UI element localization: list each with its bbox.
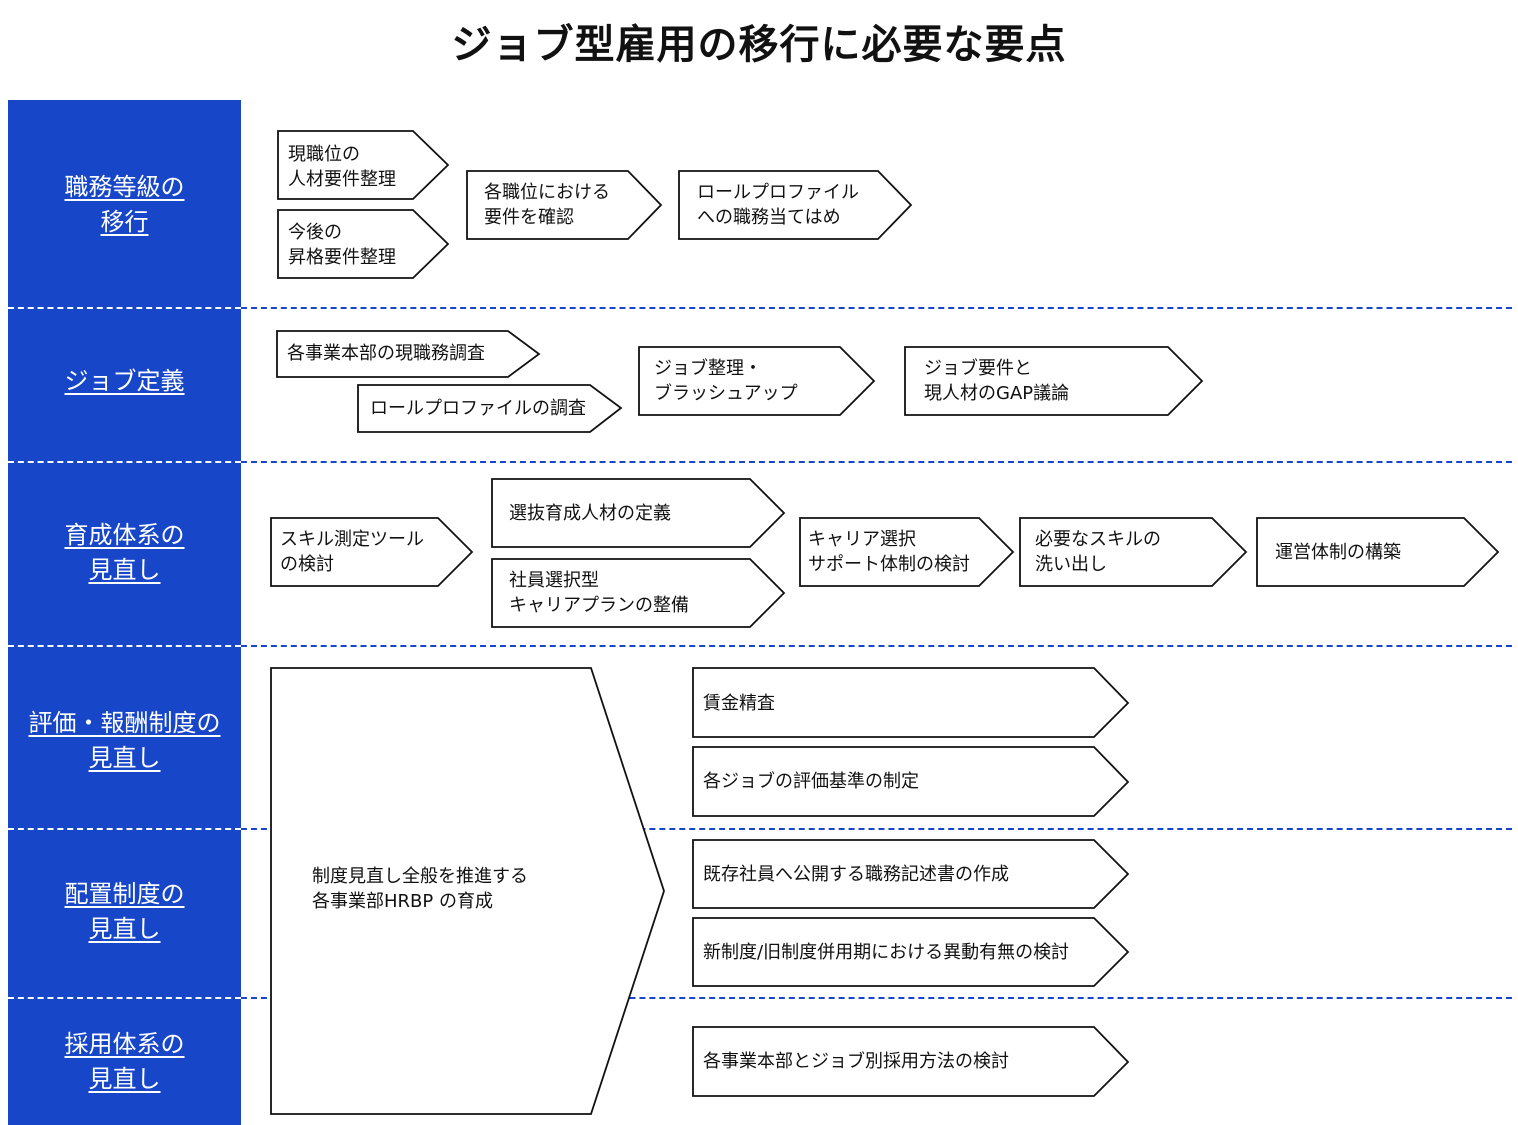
row-separator bbox=[241, 307, 1512, 309]
hrbp-shape bbox=[270, 667, 665, 1115]
row-separator bbox=[8, 307, 241, 309]
step-hiring-method: 各事業本部とジョブ別採用方法の検討 bbox=[703, 1051, 1009, 1072]
category-label-grade[interactable]: 職務等級の 移行 bbox=[64, 173, 185, 236]
step-shape bbox=[692, 746, 1130, 817]
step-evaluation-criteria: 各ジョブの評価基準の制定 bbox=[703, 771, 919, 792]
step-shape bbox=[466, 170, 663, 240]
category-sidebar bbox=[8, 100, 241, 1125]
step-shape bbox=[491, 478, 786, 548]
category-label-evaluation[interactable]: 評価・報酬制度の 見直し bbox=[28, 709, 221, 772]
step-job-description: 既存社員へ公開する職務記述書の作成 bbox=[703, 864, 1009, 885]
row-separator bbox=[8, 828, 241, 830]
step-job-survey: 各事業本部の現職務調査 bbox=[287, 343, 485, 364]
step-shape bbox=[638, 346, 876, 416]
category-label-training[interactable]: 育成体系の 見直し bbox=[64, 521, 185, 584]
step-career-support: キャリア選択サポート体制の検討 bbox=[808, 529, 970, 575]
step-shape bbox=[277, 130, 450, 200]
step-skill-listing: 必要なスキルの洗い出し bbox=[1035, 529, 1161, 575]
step-shape bbox=[799, 517, 1015, 587]
step-operation-structure: 運営体制の構築 bbox=[1275, 542, 1401, 563]
step-shape bbox=[692, 1026, 1130, 1097]
row-separator bbox=[241, 997, 1512, 999]
row-separator bbox=[8, 997, 241, 999]
category-label-placement[interactable]: 配置制度の 見直し bbox=[64, 880, 185, 943]
step-shape bbox=[692, 917, 1130, 987]
step-confirm-requirements: 各職位における要件を確認 bbox=[484, 182, 610, 228]
step-transfer-review: 新制度/旧制度併用期における異動有無の検討 bbox=[703, 942, 1070, 963]
step-shape bbox=[270, 517, 474, 587]
step-shape bbox=[357, 384, 623, 433]
step-shape bbox=[276, 330, 541, 378]
row-separator bbox=[8, 645, 241, 647]
category-label-hiring[interactable]: 採用体系の 見直し bbox=[64, 1030, 185, 1093]
row-separator bbox=[241, 461, 1512, 463]
page-title: ジョブ型雇用の移行に必要な要点 bbox=[451, 22, 1067, 68]
step-shape bbox=[1019, 517, 1248, 587]
step-shape bbox=[692, 839, 1130, 909]
step-role-profile-survey: ロールプロファイルの調査 bbox=[370, 398, 586, 419]
step-career-plan: 社員選択型キャリアプランの整備 bbox=[509, 570, 689, 616]
step-selection-definition: 選抜育成人材の定義 bbox=[509, 503, 671, 524]
row-separator bbox=[241, 828, 1512, 830]
step-shape bbox=[678, 170, 913, 240]
step-shape bbox=[491, 558, 786, 628]
step-wage-review: 賃金精査 bbox=[703, 693, 775, 714]
step-current-requirements: 現職位の人材要件整理 bbox=[288, 144, 396, 190]
step-job-brushup: ジョブ整理・ブラッシュアップ bbox=[654, 358, 798, 404]
step-skill-tool: スキル測定ツールの検討 bbox=[280, 529, 424, 575]
step-shape bbox=[1256, 517, 1500, 587]
step-role-profile-fit: ロールプロファイルへの職務当てはめ bbox=[697, 182, 859, 228]
step-gap-discussion: ジョブ要件と現人材のGAP議論 bbox=[924, 358, 1070, 404]
step-future-promotion: 今後の昇格要件整理 bbox=[288, 222, 396, 268]
category-label-job[interactable]: ジョブ定義 bbox=[64, 367, 185, 395]
row-separator bbox=[241, 645, 1512, 647]
step-shape bbox=[692, 667, 1130, 738]
step-shape bbox=[277, 209, 450, 279]
row-separator bbox=[8, 461, 241, 463]
step-shape bbox=[904, 346, 1204, 416]
hrbp-text: 制度見直し全般を推進する各事業部HRBP の育成 bbox=[312, 866, 528, 912]
